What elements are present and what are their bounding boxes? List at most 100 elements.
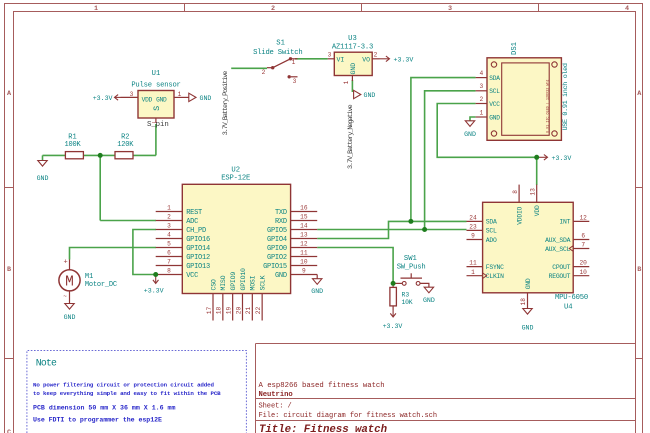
svg-text:22: 22	[255, 306, 262, 314]
svg-text:15: 15	[300, 214, 308, 221]
svg-text:GPIO0: GPIO0	[267, 245, 287, 253]
svg-text:to keep everything simple and: to keep everything simple and easy to fi…	[33, 390, 221, 397]
svg-text:GND: GND	[522, 325, 534, 332]
svg-text:Sheet: /: Sheet: /	[259, 403, 292, 411]
svg-text:Neutrino: Neutrino	[259, 391, 293, 399]
svg-text:GPIO9: GPIO9	[230, 272, 237, 291]
svg-text:+3.3V: +3.3V	[93, 95, 113, 102]
svg-text:A: A	[637, 90, 642, 98]
svg-text:ADC: ADC	[186, 218, 198, 226]
svg-text:GND: GND	[200, 95, 212, 102]
svg-text:+3.3V: +3.3V	[394, 56, 414, 63]
svg-text:GPIO13: GPIO13	[186, 263, 210, 271]
svg-text:GND: GND	[350, 63, 357, 75]
svg-text:12: 12	[579, 215, 587, 222]
svg-text:3: 3	[130, 91, 134, 98]
svg-text:12: 12	[300, 241, 308, 248]
svg-text:VDD: VDD	[142, 97, 153, 104]
svg-text:SCL: SCL	[486, 228, 497, 235]
svg-text:SW1: SW1	[404, 255, 417, 263]
svg-text:GND: GND	[364, 92, 376, 99]
svg-text:~: ~	[63, 293, 67, 300]
svg-text:REST: REST	[186, 209, 202, 217]
svg-text:0.91 IIC OLED | 128X32 Wht: 0.91 IIC OLED | 128X32 Wht	[546, 80, 551, 133]
svg-text:19: 19	[225, 306, 232, 314]
svg-text:ESP-12E: ESP-12E	[221, 175, 250, 183]
svg-text:+3.3V: +3.3V	[144, 287, 164, 294]
svg-text:7: 7	[167, 259, 171, 266]
svg-text:B: B	[7, 266, 11, 274]
svg-text:13: 13	[300, 232, 308, 239]
svg-text:11: 11	[300, 250, 308, 257]
svg-text:2: 2	[374, 52, 378, 59]
svg-text:GPIO4: GPIO4	[267, 236, 287, 244]
svg-text:CLKIN: CLKIN	[486, 273, 504, 280]
svg-text:Use FDTI to programmer the esp: Use FDTI to programmer the esp12E	[33, 416, 162, 423]
svg-text:MPU-6050: MPU-6050	[555, 294, 588, 302]
svg-text:4: 4	[625, 5, 629, 13]
svg-text:4: 4	[479, 70, 483, 77]
svg-text:10K: 10K	[402, 299, 413, 306]
svg-text:7: 7	[581, 242, 585, 249]
svg-text:Motor_DC: Motor_DC	[85, 281, 117, 289]
svg-text:TXD: TXD	[275, 209, 287, 217]
svg-text:23: 23	[469, 224, 477, 231]
svg-text:M: M	[65, 275, 74, 291]
svg-text:1: 1	[343, 80, 350, 84]
svg-text:GND: GND	[311, 288, 323, 295]
svg-text:24: 24	[469, 215, 477, 222]
svg-text:U1: U1	[152, 70, 161, 78]
svg-text:1: 1	[479, 109, 483, 116]
svg-text:M1: M1	[85, 273, 93, 281]
svg-text:1: 1	[178, 91, 182, 98]
svg-text:S1: S1	[276, 40, 285, 48]
svg-text:GND: GND	[275, 272, 287, 280]
svg-text:SDA: SDA	[489, 75, 500, 82]
svg-text:GND: GND	[64, 314, 76, 321]
svg-text:1: 1	[94, 5, 98, 13]
svg-text:100K: 100K	[64, 141, 81, 149]
svg-text:DS1: DS1	[511, 42, 519, 55]
svg-text:5: 5	[167, 241, 171, 248]
svg-text:+3.3V: +3.3V	[552, 155, 572, 162]
svg-text:S_pin: S_pin	[147, 121, 169, 129]
svg-text:+: +	[64, 259, 68, 267]
svg-text:9: 9	[302, 268, 306, 275]
svg-text:GPIO15: GPIO15	[263, 263, 287, 271]
svg-text:14: 14	[300, 223, 308, 230]
svg-text:U2: U2	[231, 167, 240, 175]
svg-text:2: 2	[167, 214, 171, 221]
svg-text:GND: GND	[464, 131, 476, 138]
svg-text:GPIO5: GPIO5	[267, 227, 287, 235]
svg-text:U4: U4	[564, 304, 573, 312]
svg-text:2: 2	[262, 69, 266, 76]
svg-text:6: 6	[167, 250, 171, 257]
svg-text:SCLK: SCLK	[260, 275, 267, 290]
svg-text:9: 9	[471, 233, 475, 240]
svg-text:3: 3	[167, 223, 171, 230]
svg-text:+3.3V: +3.3V	[383, 323, 403, 330]
svg-text:U3: U3	[348, 35, 357, 43]
svg-text:No power filtering circuit or: No power filtering circuit or protection…	[33, 381, 214, 388]
svg-text:18: 18	[520, 298, 527, 306]
svg-text:20: 20	[579, 260, 587, 267]
svg-text:13: 13	[529, 188, 536, 196]
svg-text:3: 3	[448, 5, 452, 13]
svg-text:R1: R1	[68, 133, 76, 141]
svg-text:11: 11	[469, 260, 477, 267]
svg-text:CPOUT: CPOUT	[552, 264, 570, 271]
svg-text:ADO: ADO	[486, 237, 497, 244]
svg-text:GND: GND	[525, 278, 532, 289]
svg-text:GPIO14: GPIO14	[186, 245, 210, 253]
svg-text:R3: R3	[402, 292, 410, 299]
svg-text:6: 6	[581, 233, 585, 240]
svg-text:AZ1117-3.3: AZ1117-3.3	[332, 43, 373, 51]
svg-text:18: 18	[216, 306, 223, 314]
svg-text:CSO: CSO	[210, 279, 217, 290]
svg-text:FSYNC: FSYNC	[486, 264, 504, 271]
svg-text:AUX_SCL: AUX_SCL	[545, 246, 571, 253]
svg-text:8: 8	[512, 190, 519, 194]
svg-text:4: 4	[167, 232, 171, 239]
svg-text:S: S	[152, 106, 162, 111]
svg-text:REGOUT: REGOUT	[549, 273, 571, 280]
